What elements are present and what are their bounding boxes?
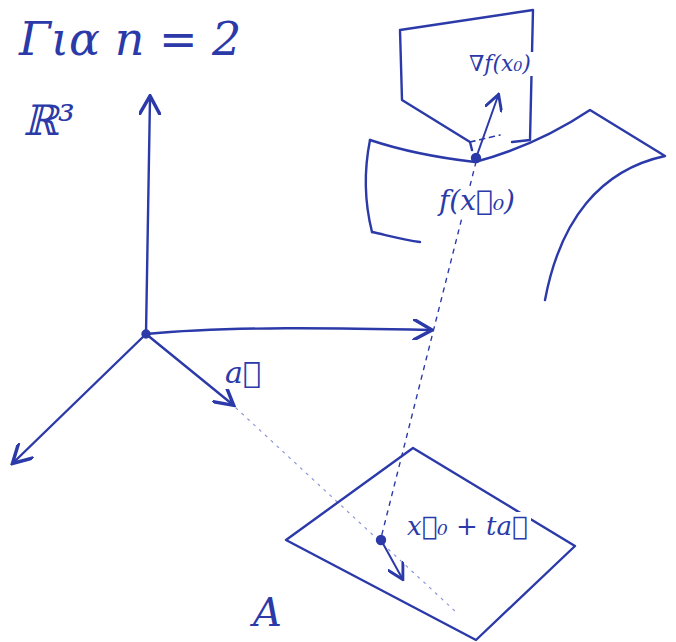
direction-arrow [381,540,402,578]
plane-label: A [250,590,285,634]
vector-label: a⃗ [222,356,264,389]
vector-a [146,334,232,404]
gradient-arrow [476,96,498,158]
origin-dot [143,331,150,338]
point-on-surface [472,154,480,162]
x-axis [14,334,146,462]
heading-note: Για n = 2 [16,14,244,65]
z-axis [146,98,150,334]
projection-line [381,162,476,538]
plane-hidden-edge [470,135,500,142]
point-label: x⃗₀ + ta⃗ [404,512,531,541]
gradient-label: ∇f(x₀) [466,52,534,76]
point-label: f(x⃗₀) [436,186,518,217]
direction-line [236,408,456,612]
surface-edge [366,140,372,232]
tangent-plane [400,10,533,150]
space-label: ℝ³ [20,98,78,144]
domain-plane [286,448,575,640]
y-axis [146,328,430,334]
surface-edge [372,232,420,242]
surface [370,110,665,300]
